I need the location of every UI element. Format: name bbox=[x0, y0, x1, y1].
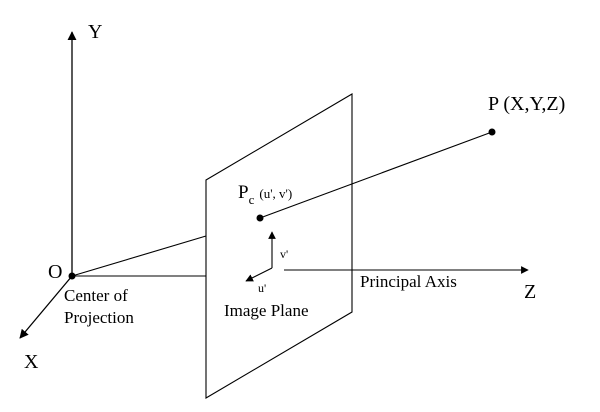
image-plane-label: Image Plane bbox=[224, 301, 309, 320]
origin-caption-line1: Center of bbox=[64, 286, 128, 305]
y-axis-label: Y bbox=[88, 21, 102, 43]
principal-axis-label: Principal Axis bbox=[360, 272, 457, 291]
projected-point bbox=[256, 214, 264, 222]
projected-point-main: P bbox=[238, 182, 249, 203]
v-axis-label: v' bbox=[280, 247, 288, 261]
u-axis bbox=[245, 267, 273, 282]
origin-label: O bbox=[48, 261, 62, 283]
projected-point-coords: (u', v') bbox=[259, 186, 292, 201]
projected-point-label: Pc (u', v') bbox=[238, 182, 292, 207]
image-plane bbox=[205, 93, 353, 399]
x-axis-label: X bbox=[24, 351, 39, 373]
optical-ray-upper bbox=[71, 235, 207, 277]
world-point-label: P (X,Y,Z) bbox=[488, 93, 565, 115]
projection-ray bbox=[259, 131, 493, 219]
z-axis-label: Z bbox=[524, 281, 536, 303]
x-axis bbox=[19, 275, 73, 339]
origin-point bbox=[68, 272, 76, 280]
world-point bbox=[488, 128, 496, 136]
u-axis-label: u' bbox=[258, 281, 266, 295]
origin-caption-line2: Projection bbox=[64, 308, 134, 327]
projected-point-sub: c bbox=[249, 192, 255, 207]
